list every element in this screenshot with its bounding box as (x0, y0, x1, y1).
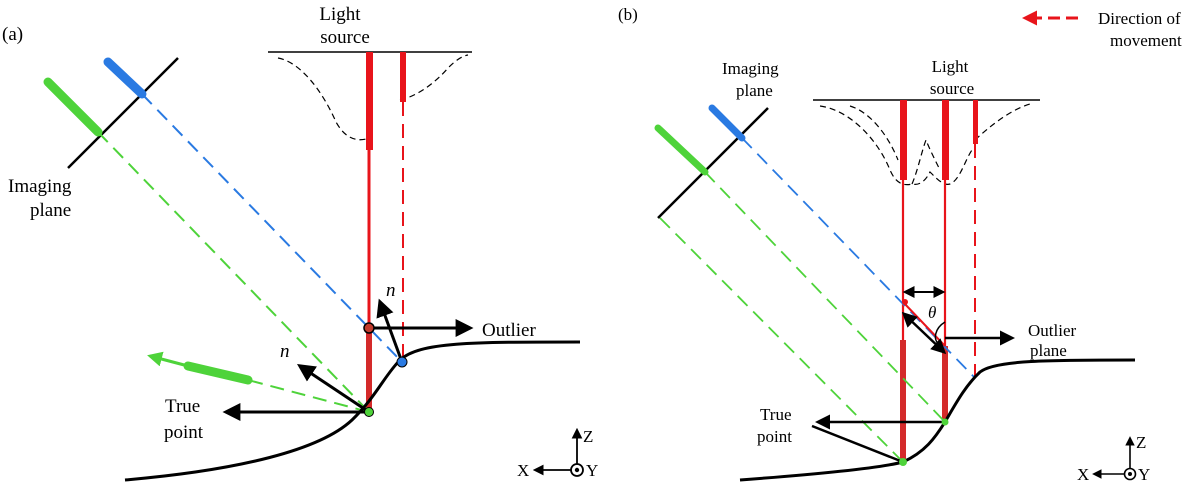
green-image-mark-b (654, 124, 709, 176)
panel-a-tag: (a) (2, 24, 23, 45)
green-ray-b1 (704, 171, 946, 423)
shift-line-b (902, 301, 946, 347)
light-source-label-b1: Light (932, 57, 969, 76)
blue-image-mark-b (708, 104, 746, 142)
blue-surface-point-a (396, 356, 408, 368)
beam-profile-right (399, 54, 469, 101)
beam-profile-left (277, 57, 371, 141)
angle-label: θ (928, 303, 936, 322)
axis-x-b: X (1077, 465, 1089, 484)
light-source-label-2: source (320, 27, 370, 48)
blue-ray-a (141, 93, 403, 363)
legend-label-2: movement (1110, 31, 1182, 50)
true-point-label-b2: point (757, 427, 792, 446)
beam-profile-b-4 (974, 103, 1031, 141)
axis-x-a: X (517, 461, 529, 480)
laser-beam-thick-b2 (942, 100, 949, 180)
normal-arrow-true-a (297, 364, 370, 414)
blue-ray-b (741, 137, 976, 379)
true-point-label-1: True (165, 396, 200, 417)
axes-a: Z X Y (517, 427, 598, 480)
green-ray-a (97, 131, 370, 413)
laser-beam-moved-b (973, 100, 978, 144)
laser-beam-moved-a (400, 52, 406, 102)
true-point-a (364, 407, 374, 417)
panel-b: (b) Direction of movement Light source (618, 5, 1182, 484)
true-point-label-2: point (164, 422, 204, 443)
blue-image-mark-a (103, 57, 147, 99)
surface-profile-b (739, 358, 1136, 482)
axes-b: Z X Y (1077, 433, 1150, 484)
imaging-plane-label-1: Imaging (8, 176, 72, 197)
normal-label-upper: n (386, 280, 396, 301)
true-point-b1 (941, 418, 949, 426)
legend-label-1: Direction of (1098, 9, 1181, 28)
outlier-plane-label-2: plane (1030, 341, 1067, 360)
axis-y-a: Y (586, 461, 598, 480)
green-image-mark-a (43, 77, 103, 137)
true-point-arrow-b2 (811, 424, 904, 464)
light-source-b: Light source (813, 57, 1040, 186)
shift-arrow-b (901, 311, 947, 355)
imaging-plane-label-2: plane (30, 200, 71, 221)
legend-direction: Direction of movement (1022, 9, 1182, 50)
normal-label-lower: n (280, 341, 290, 362)
outlier-point-a (363, 322, 375, 334)
green-reflection-arrow-a (147, 351, 189, 368)
laser-beam-lower-b1 (900, 340, 906, 462)
outlier-label: Outlier (482, 320, 536, 341)
imaging-plane-b (657, 107, 769, 219)
beam-profile-b-3 (911, 138, 941, 185)
green-reflection-thick-a (183, 361, 253, 385)
angle-arc-b (934, 321, 946, 346)
true-point-b2 (899, 458, 907, 466)
shift-start-point-b (902, 299, 908, 305)
beam-profile-b-2 (849, 105, 899, 161)
panel-b-tag: (b) (618, 5, 638, 24)
green-reflection-a (247, 379, 370, 413)
true-point-label-b1: True (760, 405, 792, 424)
laser-beam-thick-a (366, 52, 373, 150)
surface-profile-a (124, 340, 581, 482)
outlier-plane-label-1: Outlier (1028, 321, 1076, 340)
laser-beam-lower-a (366, 330, 372, 414)
light-source-label-b2: source (930, 79, 974, 98)
imaging-plane-label-b2: plane (736, 81, 773, 100)
light-source-a: Light source (268, 4, 472, 141)
imaging-plane-label-b1: Imaging (722, 59, 779, 78)
imaging-plane-a (67, 57, 179, 169)
laser-beam-lower-b2 (942, 346, 948, 422)
normal-arrow-outlier-a (376, 298, 404, 363)
light-source-label-1: Light (319, 4, 361, 25)
laser-beam-thick-b1 (900, 100, 907, 180)
axis-z-b: Z (1136, 433, 1146, 452)
beam-profile-b-1 (819, 105, 973, 186)
axis-y-b: Y (1138, 465, 1150, 484)
panel-a: (a) Light source Imaging plane (2, 4, 598, 482)
axis-z-a: Z (583, 427, 593, 446)
